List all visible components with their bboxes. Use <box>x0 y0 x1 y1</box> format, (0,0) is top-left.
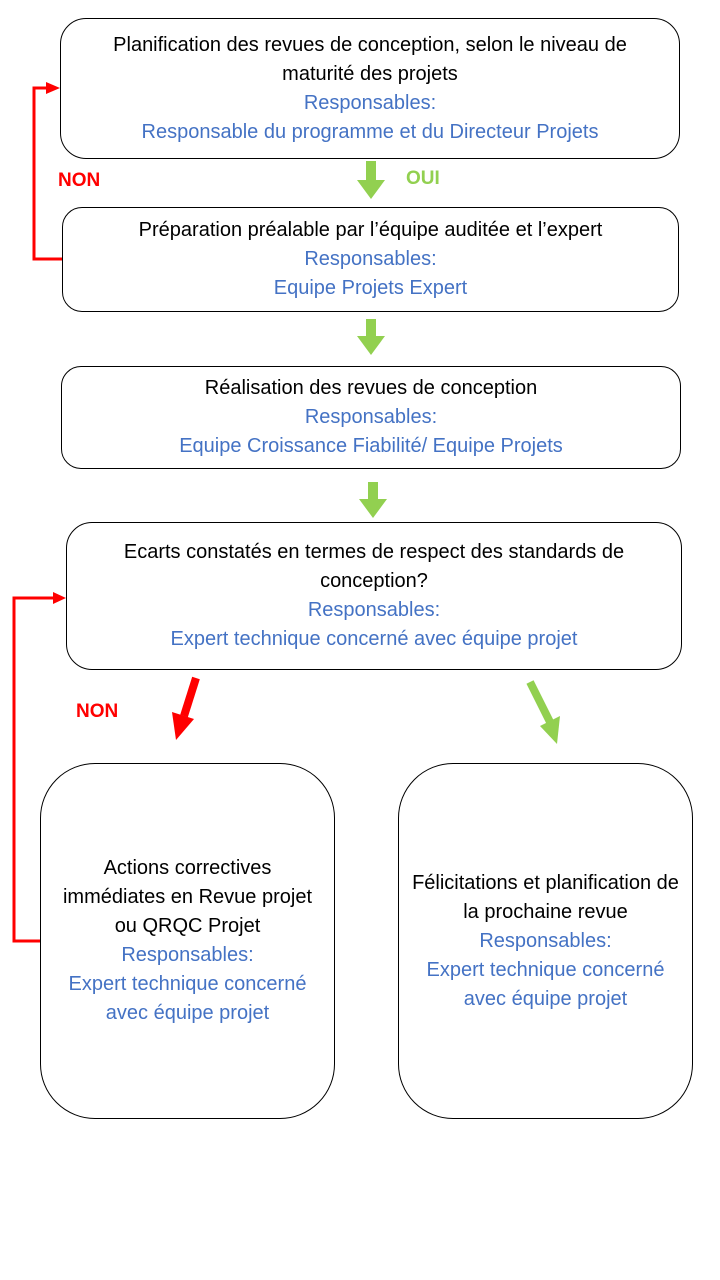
no-arrow-diagonal <box>172 676 200 740</box>
realisation-step-title: Réalisation des revues de conception <box>204 377 538 399</box>
preparation-step-resp-label: Responsables: <box>304 248 437 270</box>
planning-step-title: Planification des revues de conception, … <box>113 33 627 85</box>
congratulations-resp-label: Responsables: <box>479 929 612 952</box>
realisation-step-box: Réalisation des revues de conception Res… <box>61 366 681 469</box>
realisation-step-resp-label: Responsables: <box>304 406 438 428</box>
congratulations-box: Félicitations et planification de la pro… <box>398 763 693 1119</box>
yes-arrow-1 <box>357 161 385 199</box>
corrective-actions-resp-label: Responsables: <box>121 944 254 966</box>
preparation-step-box: Préparation préalable par l’équipe audit… <box>62 207 679 312</box>
ecarts-decision-box: Ecarts constatés en termes de respect de… <box>66 522 682 670</box>
ecarts-decision-title: Ecarts constatés en termes de respect de… <box>123 541 625 592</box>
ecarts-decision-resp-label: Responsables: <box>307 599 441 621</box>
preparation-step-title: Préparation préalable par l’équipe audit… <box>138 219 603 241</box>
planning-step-resp-label: Responsables: <box>303 91 437 114</box>
no-label-top: NON <box>58 170 101 191</box>
corrective-actions-title: Actions correctives immédiates en Revue … <box>62 857 312 937</box>
yes-arrow-3 <box>359 482 387 518</box>
planning-step-resp: Responsable du programme et du Directeur… <box>141 120 599 143</box>
corrective-actions-resp: Expert technique concerné avec équipe pr… <box>68 973 307 1024</box>
no-label-bottom: NON <box>76 701 119 722</box>
corrective-actions-box: Actions correctives immédiates en Revue … <box>40 763 335 1119</box>
preparation-step-resp: Equipe Projets Expert <box>273 277 468 299</box>
congratulations-title: Félicitations et planification de la pro… <box>412 871 679 923</box>
ecarts-decision-resp: Expert technique concerné avec équipe pr… <box>170 628 578 650</box>
planning-step-box: Planification des revues de conception, … <box>60 18 680 159</box>
yes-arrow-diagonal <box>526 680 560 744</box>
congratulations-resp: Expert technique concerné avec équipe pr… <box>426 958 665 1010</box>
yes-label: OUI <box>406 168 440 189</box>
realisation-step-resp: Equipe Croissance Fiabilité/ Equipe Proj… <box>179 435 563 457</box>
yes-arrow-2 <box>357 319 385 355</box>
